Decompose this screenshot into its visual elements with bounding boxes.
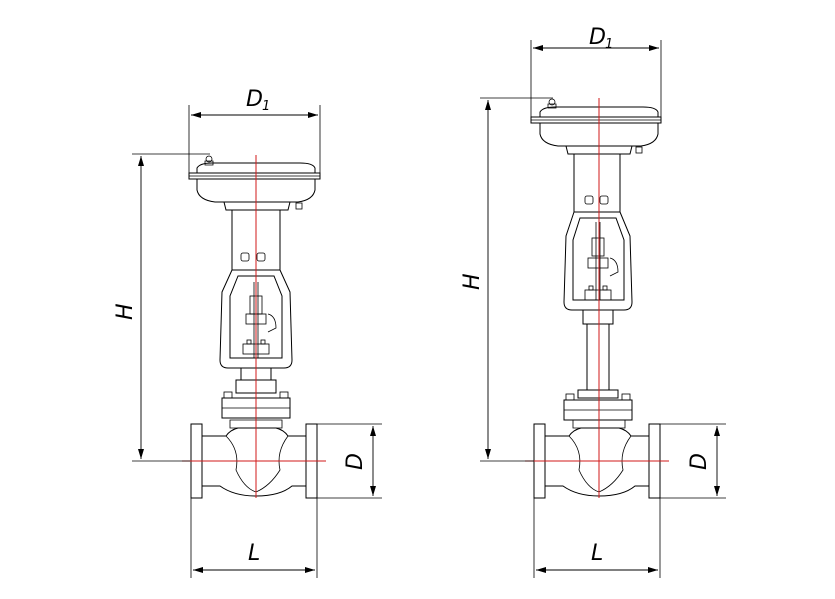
dim-l-right: L bbox=[533, 498, 661, 578]
valve-right-view: D 1 H D L bbox=[460, 25, 726, 578]
dim-label-d1: D bbox=[246, 87, 263, 112]
actuator-housing bbox=[188, 155, 321, 211]
extended-bonnet bbox=[563, 309, 633, 421]
dim-d1-right: D 1 bbox=[530, 25, 662, 117]
dim-label-d-right: D bbox=[687, 453, 712, 470]
dim-h-right: H bbox=[460, 97, 553, 462]
valve-left-view: D 1 H D L bbox=[113, 87, 382, 578]
dim-l-left: L bbox=[190, 498, 318, 578]
dim-label-l: L bbox=[248, 541, 260, 566]
dim-d1-left: D 1 bbox=[188, 87, 321, 173]
dim-subscript-1: 1 bbox=[262, 99, 270, 114]
valve-body bbox=[190, 419, 318, 499]
dim-label-h-right: H bbox=[460, 273, 485, 290]
dim-label-l-right: L bbox=[591, 541, 603, 566]
dim-h-left: H bbox=[113, 153, 210, 462]
dim-d-right: D bbox=[660, 423, 726, 499]
valve-body-right bbox=[533, 419, 661, 499]
dim-d-left: D bbox=[317, 423, 382, 499]
dim-subscript-1-right: 1 bbox=[605, 37, 613, 52]
actuator-housing-right bbox=[530, 98, 662, 155]
dim-label-d: D bbox=[343, 453, 368, 470]
dim-label-h: H bbox=[113, 303, 138, 320]
dim-label-d1-right: D bbox=[589, 25, 606, 50]
yoke-right bbox=[563, 153, 633, 311]
